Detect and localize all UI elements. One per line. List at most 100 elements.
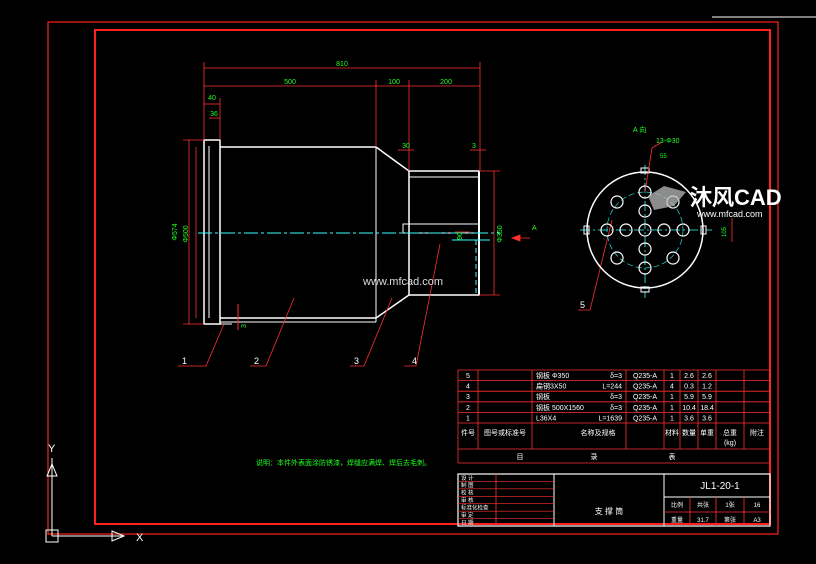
bom-header-code: 图号或标准号 [484, 428, 526, 437]
dim-flange-t: 36 [210, 111, 218, 118]
hole [638, 223, 652, 237]
technical-note: 说明：本件外表面涂防锈漆，焊缝应满焊、焊后去毛刺。 [256, 458, 431, 467]
dim-mid: 100 [388, 79, 400, 86]
bom-header-weight-unit: (kg) [724, 440, 736, 447]
bom-header-name: 名称及规格 [581, 428, 616, 437]
hole [638, 204, 652, 218]
hole [610, 251, 624, 265]
bom-cell-unit: 2.6 [684, 373, 694, 380]
bom-cell-qty: 1 [670, 394, 674, 401]
leader-3-line [350, 297, 393, 367]
bom-section-text: 目 [517, 453, 524, 461]
bom-cell-name: 扁钢3X50 [536, 382, 566, 391]
leader-numbers: 1 2 3 4 5 [182, 300, 585, 366]
title-left-label: 标准化检查 [461, 504, 489, 512]
tab-right [700, 225, 707, 235]
cone-bottom [375, 294, 410, 319]
dim-thk-right: 3 [472, 143, 476, 150]
leader-2-line [250, 297, 295, 367]
title-left-lines [458, 481, 554, 519]
main-view [198, 139, 500, 330]
ucs-origin-box [45, 529, 59, 543]
bom-cell-unit: 10.4 [682, 405, 696, 412]
title-left-label: 日 期 [461, 519, 474, 526]
bom-cell-qty: 1 [670, 415, 674, 422]
title-left-label: 设 计 [461, 474, 474, 482]
bom-cell-material: Q235-A [633, 384, 657, 391]
weight-label: 重量 [671, 516, 683, 524]
hole-offset: 105 [722, 226, 728, 237]
weight-value: 31.7 [697, 518, 709, 524]
bom-cell-material: Q235-A [633, 405, 657, 412]
leader-1: 1 [182, 356, 187, 366]
hole [600, 223, 614, 237]
dim-inner-dia: Φ500 [183, 225, 190, 242]
title-left-label: 校 核 [461, 489, 474, 497]
bom-header-qty: 数量 [682, 428, 696, 437]
bom-cell-name: 钢板 [536, 392, 550, 401]
title-left-label: 审 核 [461, 496, 474, 504]
dim-pipe: Φ350 [497, 225, 504, 242]
sheet-label: 共张 [697, 501, 709, 509]
bom-cell-spec: δ=3 [610, 394, 622, 401]
leader-1-line [178, 323, 225, 367]
bom-cell-no: 5 [466, 373, 470, 380]
tab-left [583, 225, 590, 235]
bom-cell-total: 5.9 [702, 394, 712, 401]
ucs-x-arrow-icon [111, 530, 126, 542]
bom-header-unit: 单重 [700, 428, 714, 437]
hole [638, 185, 652, 199]
bom-cell-qty: 1 [670, 373, 674, 380]
dimension-texts: 810 500 100 200 40 36 30 3 3 Φ574 Φ500 Φ… [172, 61, 537, 328]
dim-neck: 30 [402, 143, 410, 150]
dim-left: 500 [284, 79, 296, 86]
title-left-label: 制 图 [461, 481, 474, 489]
tab-bottom [640, 286, 650, 293]
leader-3: 3 [354, 356, 359, 366]
center-watermark: www.mfcad.com [362, 276, 443, 288]
dim-right: 200 [440, 79, 452, 86]
bom-cell-total: 3.6 [702, 415, 712, 422]
bom-cell-spec: L=1639 [598, 415, 622, 422]
leader-5: 5 [580, 300, 585, 310]
bom-cell-material: Q235-A [633, 394, 657, 401]
hole [619, 223, 633, 237]
bom-cell-no: 2 [466, 405, 470, 412]
brand-watermark: 沐风CAD www.mfcad.com [648, 185, 782, 219]
drawing-number: JL1-20-1 [700, 481, 740, 492]
title-block-frame [457, 473, 771, 527]
scale-label: 比例 [671, 501, 683, 509]
hole [610, 195, 624, 209]
holes-leader [644, 141, 663, 193]
page-label: 第张 [724, 516, 736, 524]
dim-flange-w: 40 [208, 95, 216, 102]
brand-name: 沐风CAD [690, 185, 782, 210]
holes-callout: 13-Φ30 [656, 138, 680, 145]
sheet-number: 16 [754, 503, 761, 509]
bom-cell-spec: L=244 [602, 384, 622, 391]
sheet-border-inner [94, 29, 771, 525]
arrow-a-label: A [532, 225, 537, 232]
brand-url: www.mfcad.com [696, 209, 763, 219]
ucs-y-arrow-icon [46, 462, 58, 477]
bom-cell-total: 18.4 [700, 405, 714, 412]
bom-cell-spec: δ=3 [610, 405, 622, 412]
bom-cell-no: 4 [466, 384, 470, 391]
dim-total: 810 [336, 61, 348, 68]
view-a-title: A 向 [633, 125, 646, 134]
dim-pipe-small: 90 [457, 232, 464, 240]
bom-cell-qty: 4 [670, 384, 674, 391]
bom-cell-qty: 1 [670, 405, 674, 412]
bom-section-text: 录 [591, 453, 598, 461]
leader-5-line [578, 219, 613, 311]
hole [638, 261, 652, 275]
dimensions [183, 62, 530, 325]
bom-grid [457, 369, 771, 464]
view-a: A 向 13-Φ30 55 105 [580, 125, 733, 298]
bom-cell-unit: 3.6 [684, 415, 694, 422]
hole [638, 242, 652, 256]
